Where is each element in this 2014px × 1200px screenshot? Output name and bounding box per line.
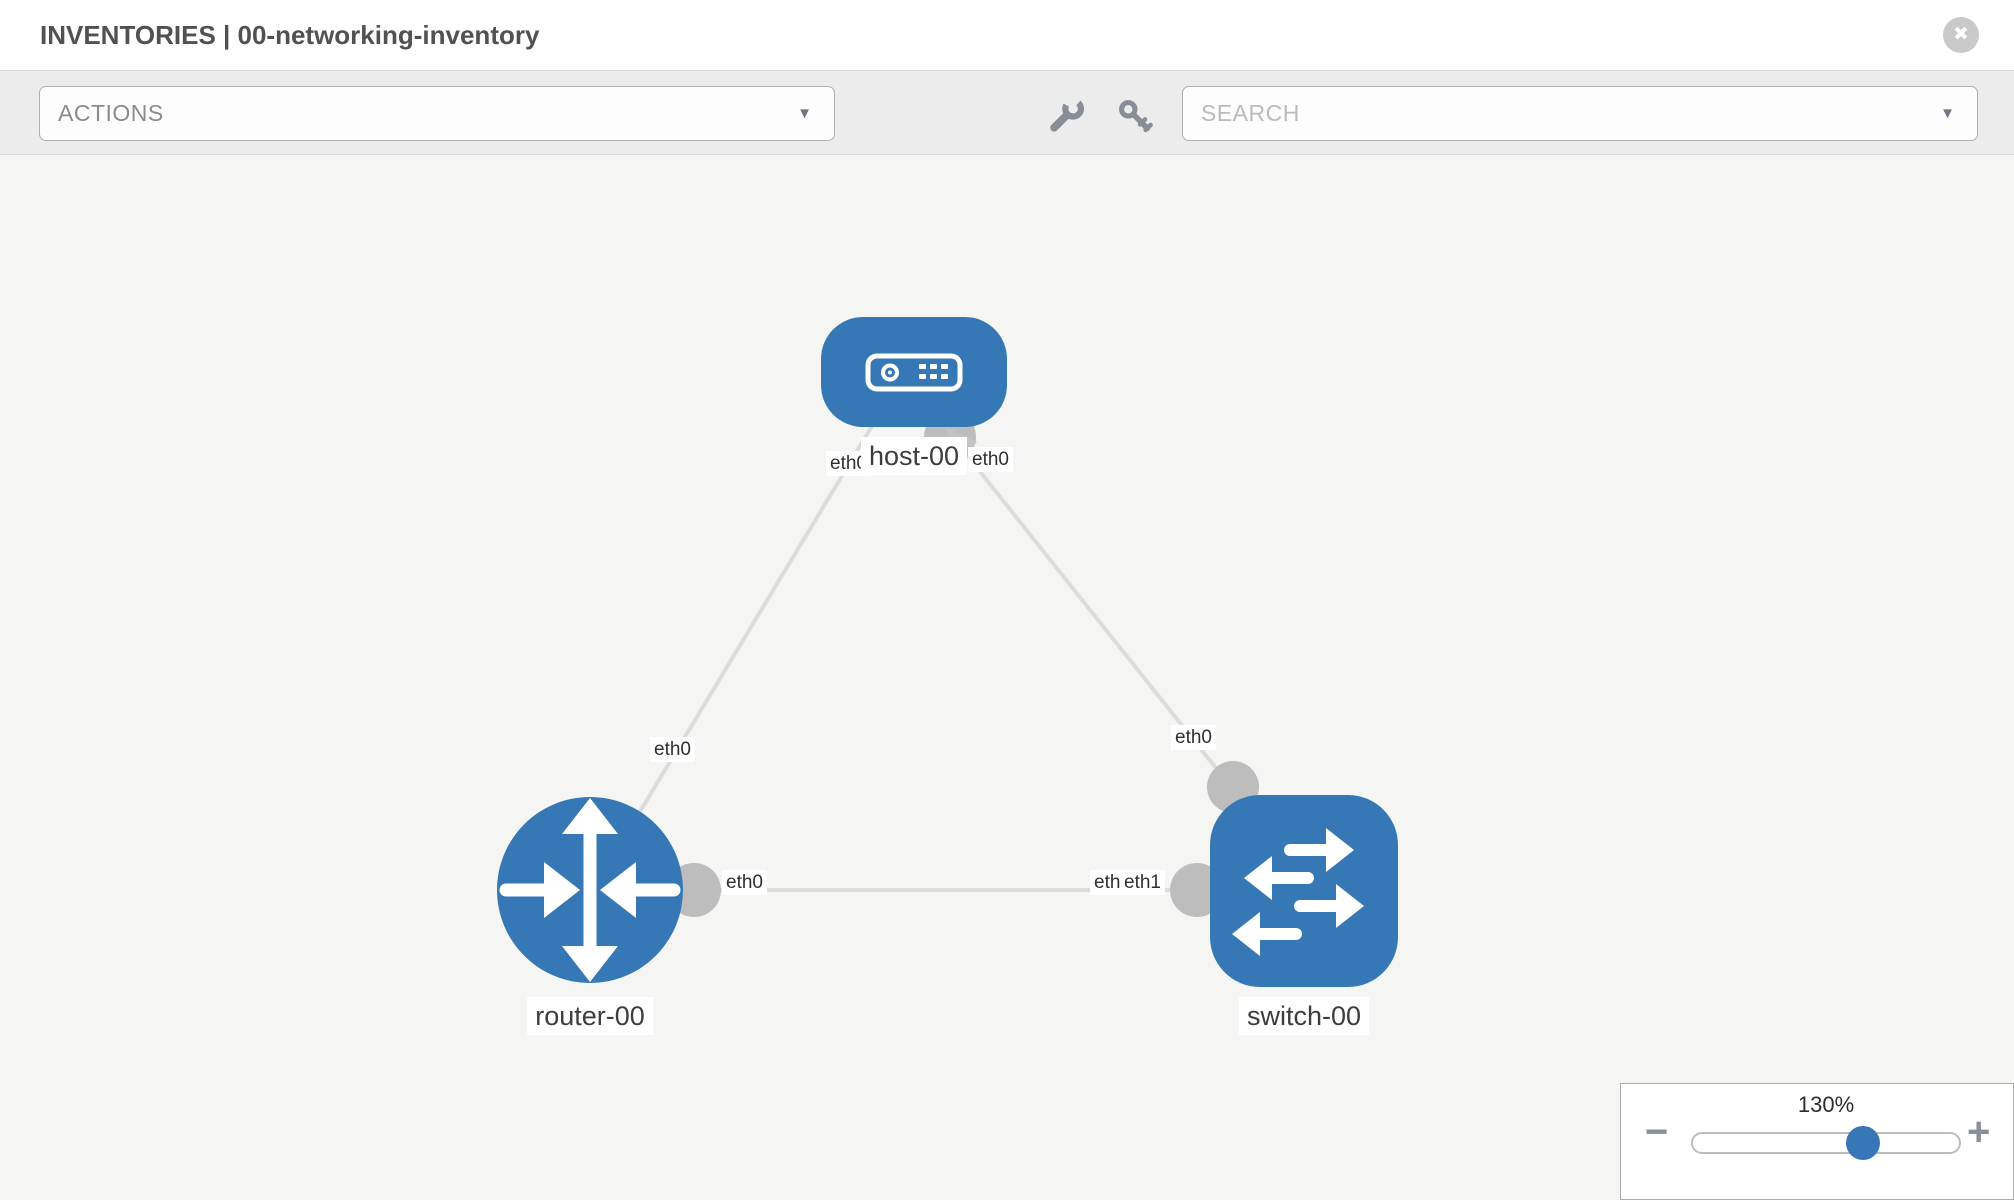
switch-arrows-icon (1232, 828, 1364, 956)
node-host[interactable] (821, 317, 1007, 427)
toolbar: ACTIONS ▼ ▼ (0, 71, 2014, 155)
node-label-router: router-00 (527, 997, 653, 1035)
actions-dropdown[interactable]: ACTIONS ▼ (39, 86, 835, 141)
interface-label-router-switch-routerside: eth0 (722, 870, 767, 895)
interface-label-router-switch-switchside: eth1 (1120, 870, 1165, 895)
interface-label-host-switch-hostside: eth0 (968, 447, 1013, 472)
wrench-icon (1050, 97, 1085, 132)
node-switch[interactable] (1210, 795, 1398, 987)
node-label-host: host-00 (860, 437, 968, 475)
router-arrows-icon (499, 798, 681, 982)
zoom-out-button[interactable]: − (1645, 1110, 1669, 1154)
zoom-slider-track[interactable] (1691, 1132, 1961, 1154)
configure-button[interactable] (1048, 97, 1086, 135)
zoom-level-readout: 130% (1797, 1092, 1855, 1117)
zoom-slider-thumb[interactable] (1846, 1126, 1880, 1160)
search-input[interactable] (1183, 87, 1977, 140)
interface-label-host-router-routerside: eth0 (650, 737, 695, 762)
search-dropdown[interactable]: ▼ (1182, 86, 1978, 141)
credentials-button[interactable] (1116, 97, 1154, 135)
key-icon (1119, 100, 1153, 133)
actions-dropdown-label: ACTIONS (58, 100, 164, 126)
node-router[interactable] (497, 797, 683, 983)
close-icon: ✖ (1953, 24, 1969, 45)
page-title: INVENTORIES | 00-networking-inventory (40, 20, 540, 50)
close-button[interactable]: ✖ (1943, 17, 1979, 53)
zoom-panel: 130% − + (1620, 1083, 2014, 1200)
interface-label-host-switch-switchside: eth0 (1171, 725, 1216, 750)
chevron-down-icon: ▼ (1940, 105, 1955, 122)
title-bar: INVENTORIES | 00-networking-inventory ✖ (0, 0, 2014, 71)
zoom-in-button[interactable]: + (1967, 1110, 1991, 1154)
server-icon (865, 353, 963, 392)
topology-canvas[interactable] (0, 154, 2014, 1200)
link-host-router[interactable] (598, 414, 880, 880)
node-label-switch: switch-00 (1238, 997, 1370, 1035)
chevron-down-icon: ▼ (797, 105, 812, 122)
